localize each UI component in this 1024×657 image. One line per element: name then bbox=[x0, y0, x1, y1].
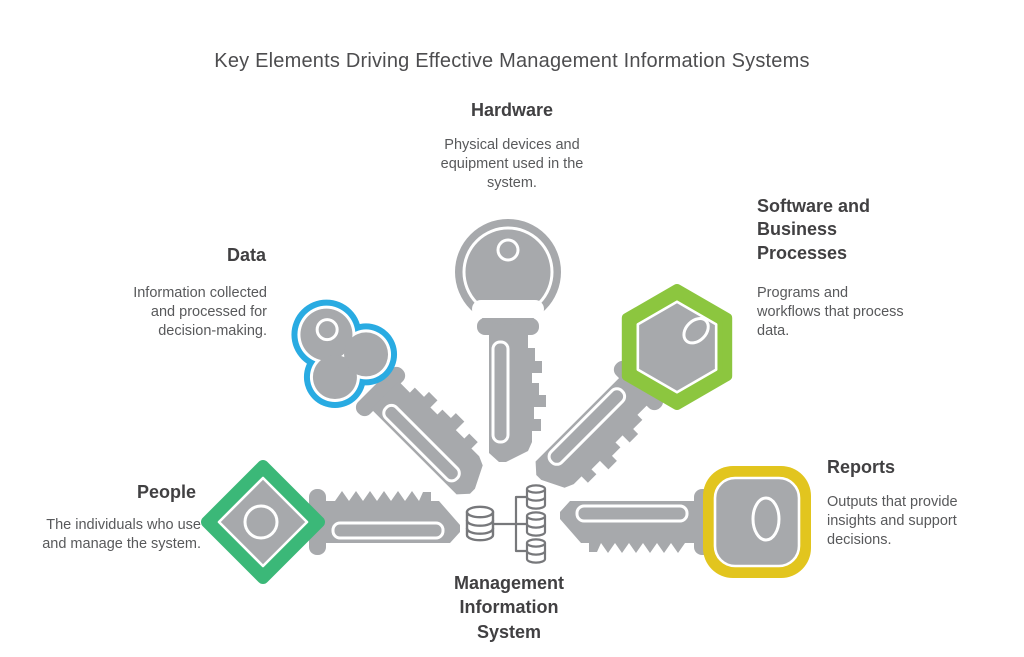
key-hole bbox=[751, 496, 781, 542]
data-key-icon bbox=[291, 299, 505, 511]
hardware-key-icon bbox=[455, 219, 561, 464]
key-head bbox=[300, 308, 353, 361]
database-network-icon bbox=[465, 484, 547, 564]
key-shaft bbox=[475, 316, 548, 464]
software-key-icon bbox=[519, 284, 733, 510]
section-title-software: Software and Business Processes bbox=[757, 196, 871, 263]
section-title-reports: Reports bbox=[827, 457, 896, 477]
center-label: Management Information System bbox=[453, 573, 565, 642]
key-hole bbox=[682, 317, 710, 345]
key-shaft bbox=[307, 487, 462, 557]
section-title-data: Data bbox=[226, 245, 266, 265]
key-head bbox=[636, 300, 718, 394]
section-title-hardware: Hardware bbox=[470, 100, 554, 120]
section-desc-reports: Outputs that provide insights and suppor… bbox=[827, 494, 958, 548]
section-desc-data: Information collected and processed for … bbox=[133, 285, 267, 339]
key-hole bbox=[496, 238, 520, 262]
reports-key-icon bbox=[558, 466, 811, 578]
section-desc-hardware: Physical devices and equipment used in t… bbox=[440, 137, 584, 191]
people-key-icon bbox=[201, 460, 462, 584]
section-desc-people: The individuals who use and manage the s… bbox=[42, 517, 201, 552]
key-hole bbox=[243, 504, 279, 540]
key-head bbox=[217, 476, 309, 568]
key-head bbox=[713, 476, 801, 568]
section-title-people: People bbox=[136, 482, 196, 502]
key-head bbox=[455, 219, 561, 325]
key-hole bbox=[315, 318, 339, 342]
key-head-notch bbox=[472, 300, 544, 318]
page-title: Key Elements Driving Effective Managemen… bbox=[214, 50, 810, 72]
key-shaft bbox=[558, 487, 713, 557]
section-desc-software: Programs and workflows that process data… bbox=[757, 285, 904, 339]
